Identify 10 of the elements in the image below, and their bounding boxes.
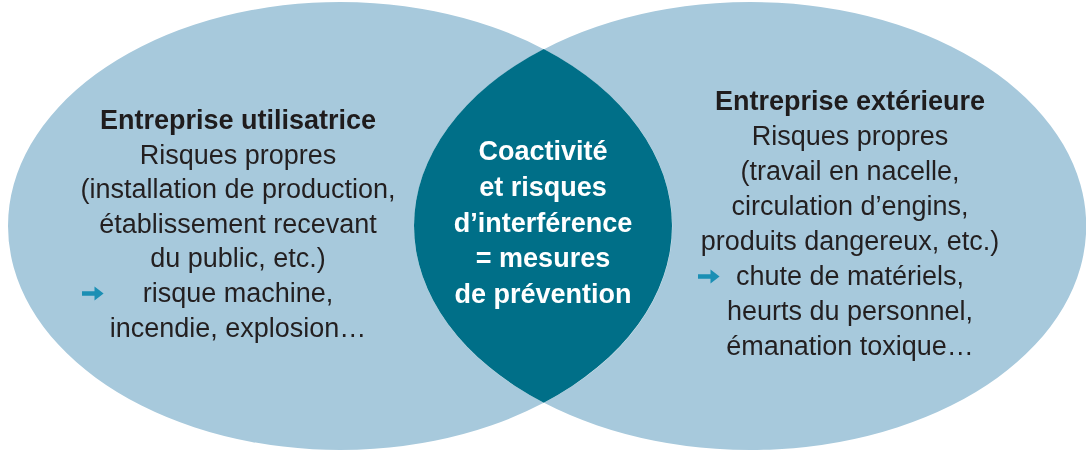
- description-text: (travail en nacelle, circulation d’engins, produits dangereux, etc.): [700, 155, 1000, 258]
- subheading: Risques propres: [751, 120, 949, 153]
- heading: Entreprise utilisatrice: [99, 104, 377, 137]
- heading: Entreprise extérieure: [714, 85, 986, 118]
- consequence-text: risque machine, incendie, explosion…: [109, 276, 367, 345]
- intersection-text: Coactivité et risques d’interférence = mesures de prévention: [453, 135, 633, 312]
- consequence-text: chute de matériels, heurts du personnel, émanation toxique…: [726, 260, 974, 363]
- subheading: Risques propres: [139, 138, 337, 172]
- overlap-lens: [414, 49, 672, 403]
- description-text: (installation de production, établissement recevant du public, etc.): [80, 173, 396, 276]
